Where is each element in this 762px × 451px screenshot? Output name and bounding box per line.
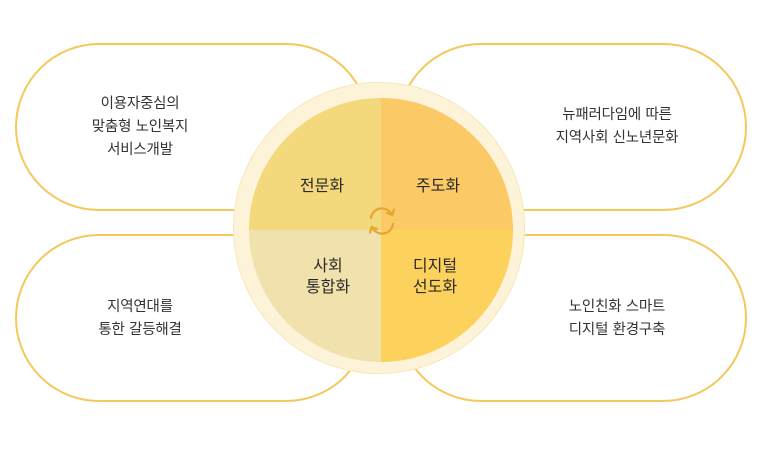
pill-line: 서비스개발: [107, 142, 173, 158]
pill-text-top-right: 뉴패러다임에 따른 지역사회 신노년문화: [517, 104, 717, 150]
pill-text-bottom-right: 노인친화 스마트 디지털 환경구축: [517, 296, 717, 342]
pill-line: 노인친화 스마트: [568, 299, 666, 315]
quadrant-line: 사회: [313, 256, 343, 275]
quadrant-line: 통합화: [305, 277, 351, 296]
pill-line: 이용자중심의: [100, 96, 180, 112]
pill-text-bottom-left: 지역연대를 통한 갈등해결: [40, 296, 240, 342]
quadrant-label-top-right: 주도화: [398, 175, 478, 196]
quadrant-label-bottom-left: 사회 통합화: [288, 255, 368, 297]
quadrant-label-top-left: 전문화: [282, 175, 362, 196]
quadrant-line: 주도화: [415, 176, 461, 195]
pill-line: 맞춤형 노인복지: [91, 119, 189, 135]
quadrant-label-bottom-right: 디지털 선도화: [395, 255, 475, 297]
pill-text-top-left: 이용자중심의 맞춤형 노인복지 서비스개발: [40, 93, 240, 162]
pill-line: 통한 갈등해결: [98, 322, 182, 338]
pill-line: 지역사회 신노년문화: [555, 130, 679, 146]
refresh-cycle-icon: [368, 207, 396, 235]
pill-line: 디지털 환경구축: [568, 322, 666, 338]
pill-line: 뉴패러다임에 따른: [562, 107, 672, 123]
quadrant-line: 디지털: [412, 256, 458, 275]
quadrant-line: 전문화: [299, 176, 345, 195]
quadrant-line: 선도화: [412, 277, 458, 296]
pill-line: 지역연대를: [107, 299, 173, 315]
